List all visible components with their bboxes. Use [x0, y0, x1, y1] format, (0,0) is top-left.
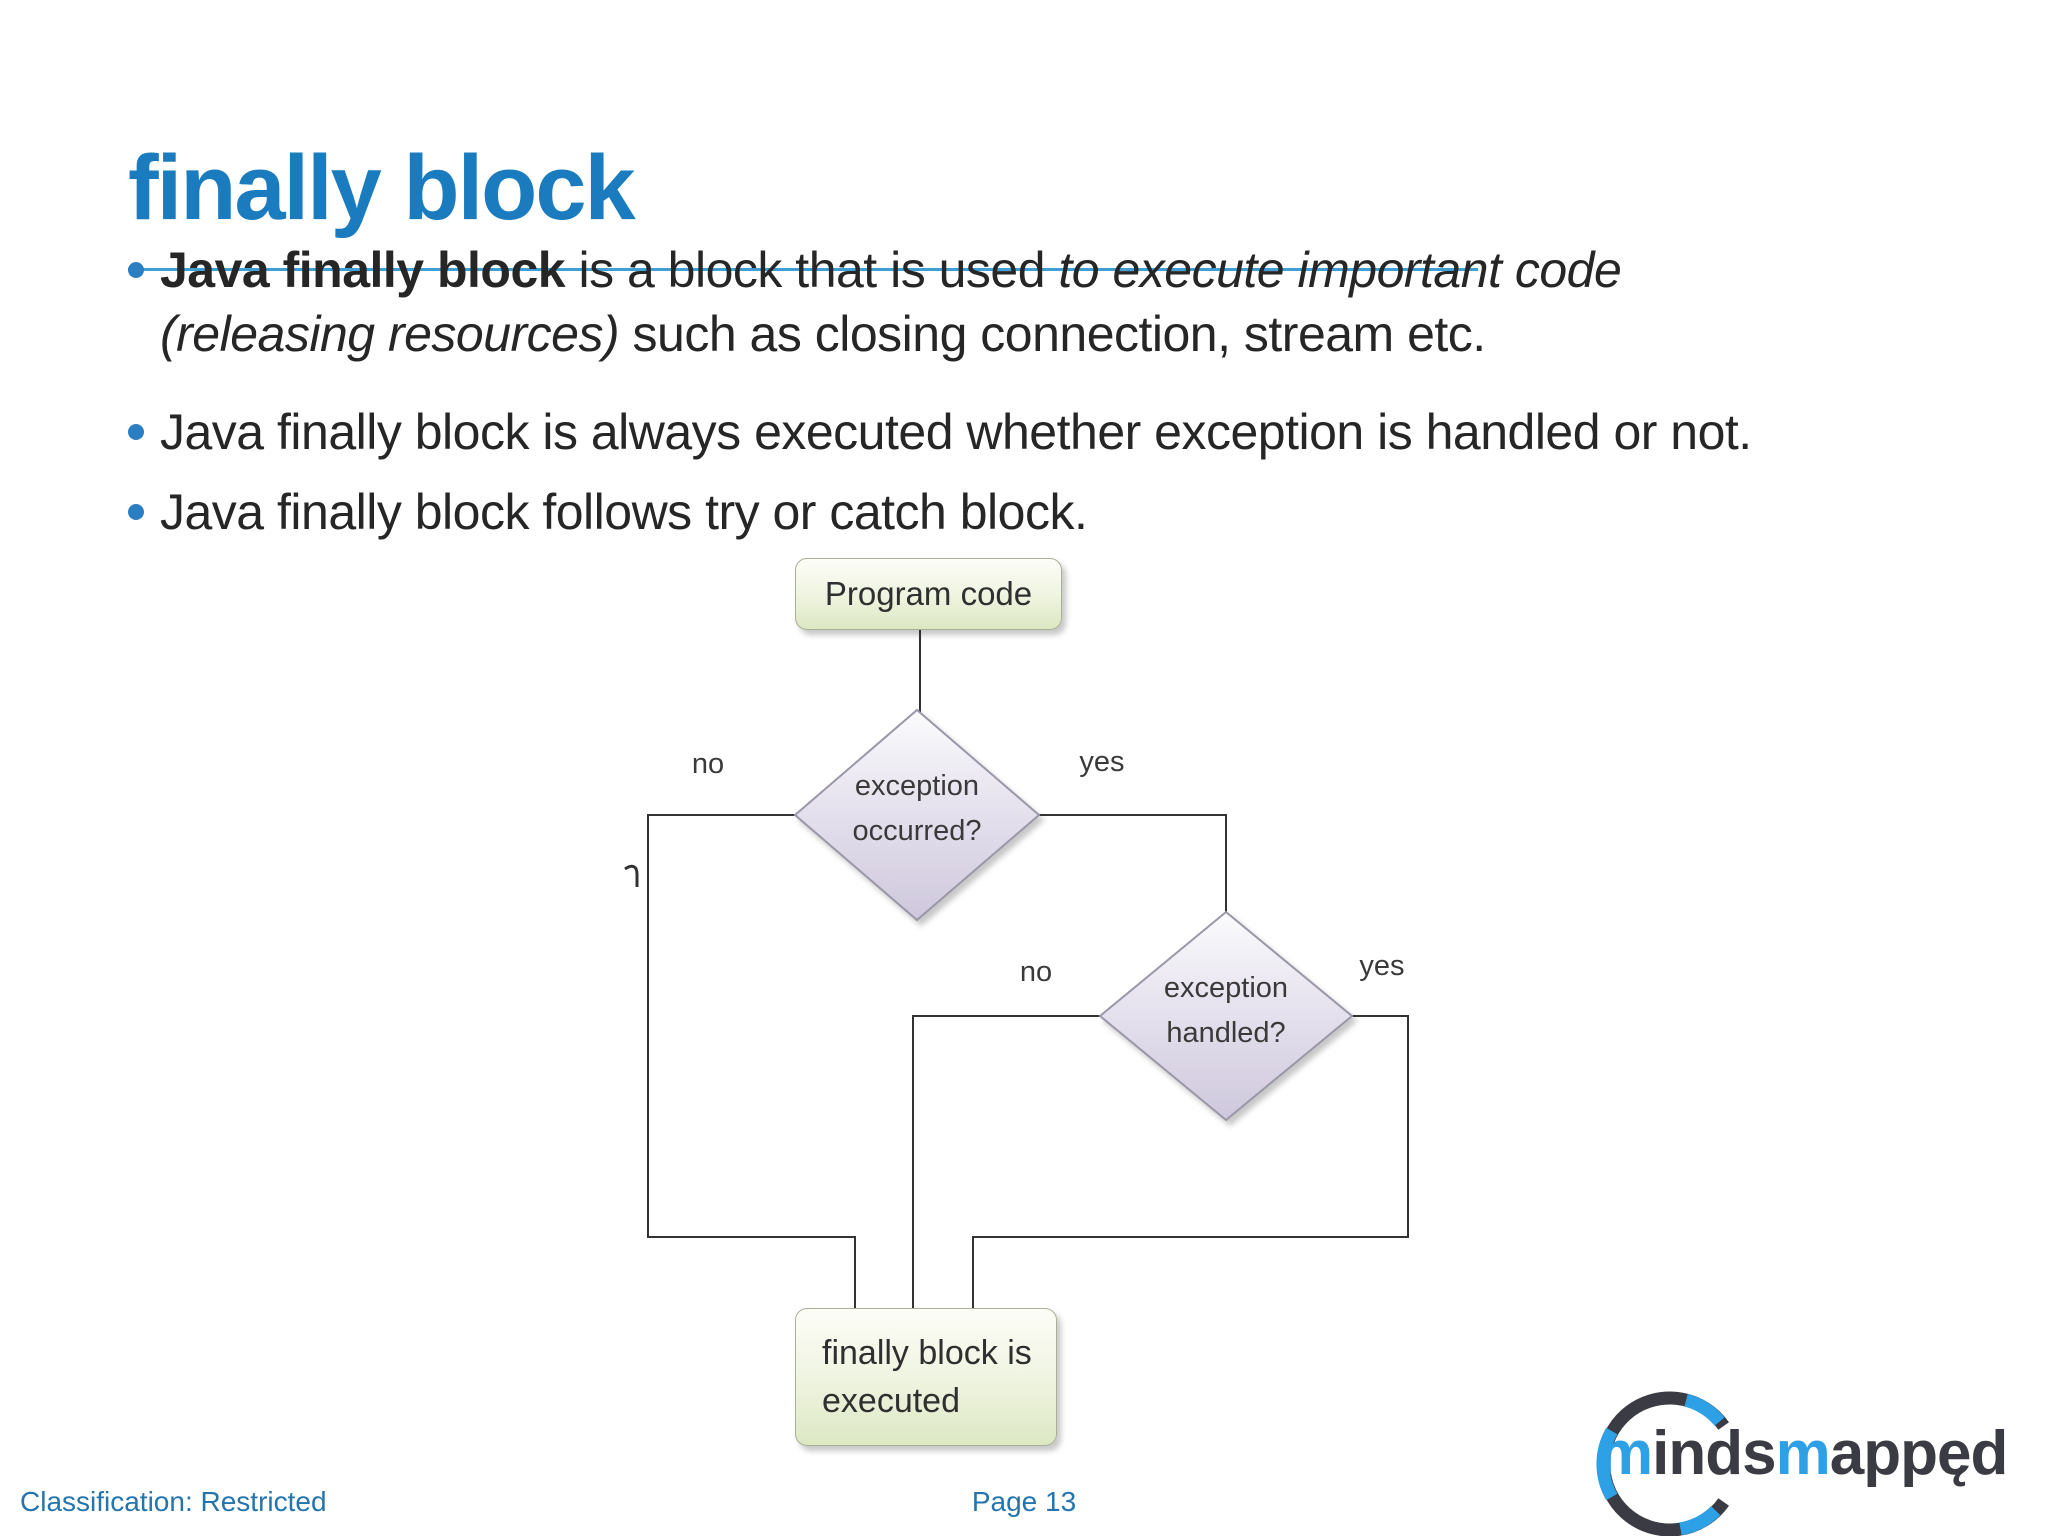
page-number: Page 13	[971, 1486, 1077, 1517]
bullet-segment: to execute important code	[1058, 242, 1622, 298]
edge-occurred-yes	[1039, 814, 1227, 912]
bullet-item: Java finally block is always executed wh…	[128, 400, 1958, 464]
node-label-exception-occurred: exception occurred?	[797, 764, 1037, 854]
bullet-text: Java finally block follows try or catch …	[160, 484, 1088, 540]
stray-mark	[624, 864, 639, 887]
bullet-segment: Java finally block	[160, 242, 566, 298]
edge-occurred-no	[647, 814, 856, 1310]
edge-label-yes: yes	[1359, 950, 1405, 982]
node-label: Program code	[824, 575, 1033, 612]
bullet-dot-icon	[128, 262, 144, 278]
node-label-exception-handled: exception handled?	[1106, 966, 1346, 1056]
logo-letter-group: m	[1598, 1419, 1653, 1488]
bullet-segment: is a block that is used	[565, 242, 1059, 298]
bullet-segment: such as closing connection, stream etc.	[619, 306, 1487, 362]
edge-handled-yes	[972, 1015, 1409, 1310]
mindsmapped-logo: mindsmappęd	[1542, 1352, 2048, 1536]
label-line: handled?	[1166, 1017, 1286, 1049]
edge-label-no: no	[691, 748, 725, 780]
bullet-item: Java finally block is a block that is us…	[128, 238, 1958, 366]
edge-label-yes: yes	[1079, 746, 1125, 778]
bullet-text: Java finally block is a block that is us…	[160, 238, 1622, 366]
logo-ring-icon	[1596, 1391, 1730, 1536]
bullet-text: Java finally block is always executed wh…	[160, 404, 1752, 460]
label-line: exception	[854, 770, 980, 802]
bullet-segment: (releasing resources)	[160, 306, 620, 362]
label-line: exception	[1163, 972, 1289, 1004]
label-line: occurred?	[852, 815, 982, 847]
edge-label-no: no	[1019, 956, 1053, 988]
bullet-dot-icon	[128, 424, 144, 440]
node-label-line: executed	[822, 1382, 960, 1420]
logo-letter-group: m	[1775, 1419, 1831, 1488]
title-underline	[128, 268, 1478, 271]
logo-letter-group: inds	[1652, 1419, 1776, 1488]
bullet-dot-icon	[128, 504, 144, 520]
logo-wordmark: mindsmappęd	[1598, 1418, 2009, 1489]
logo-letter-group: appęd	[1829, 1419, 2009, 1488]
node-label-line: finally block is	[822, 1334, 1032, 1372]
node-finally-executed: finally block is executed	[795, 1308, 1057, 1446]
page-title: finally block	[128, 137, 636, 239]
edge-handled-no	[912, 1015, 1100, 1310]
footer-classification: Classification: Restricted	[20, 1486, 327, 1517]
bullet-item: Java finally block follows try or catch …	[128, 480, 1958, 544]
node-program-code: Program code	[795, 558, 1062, 630]
